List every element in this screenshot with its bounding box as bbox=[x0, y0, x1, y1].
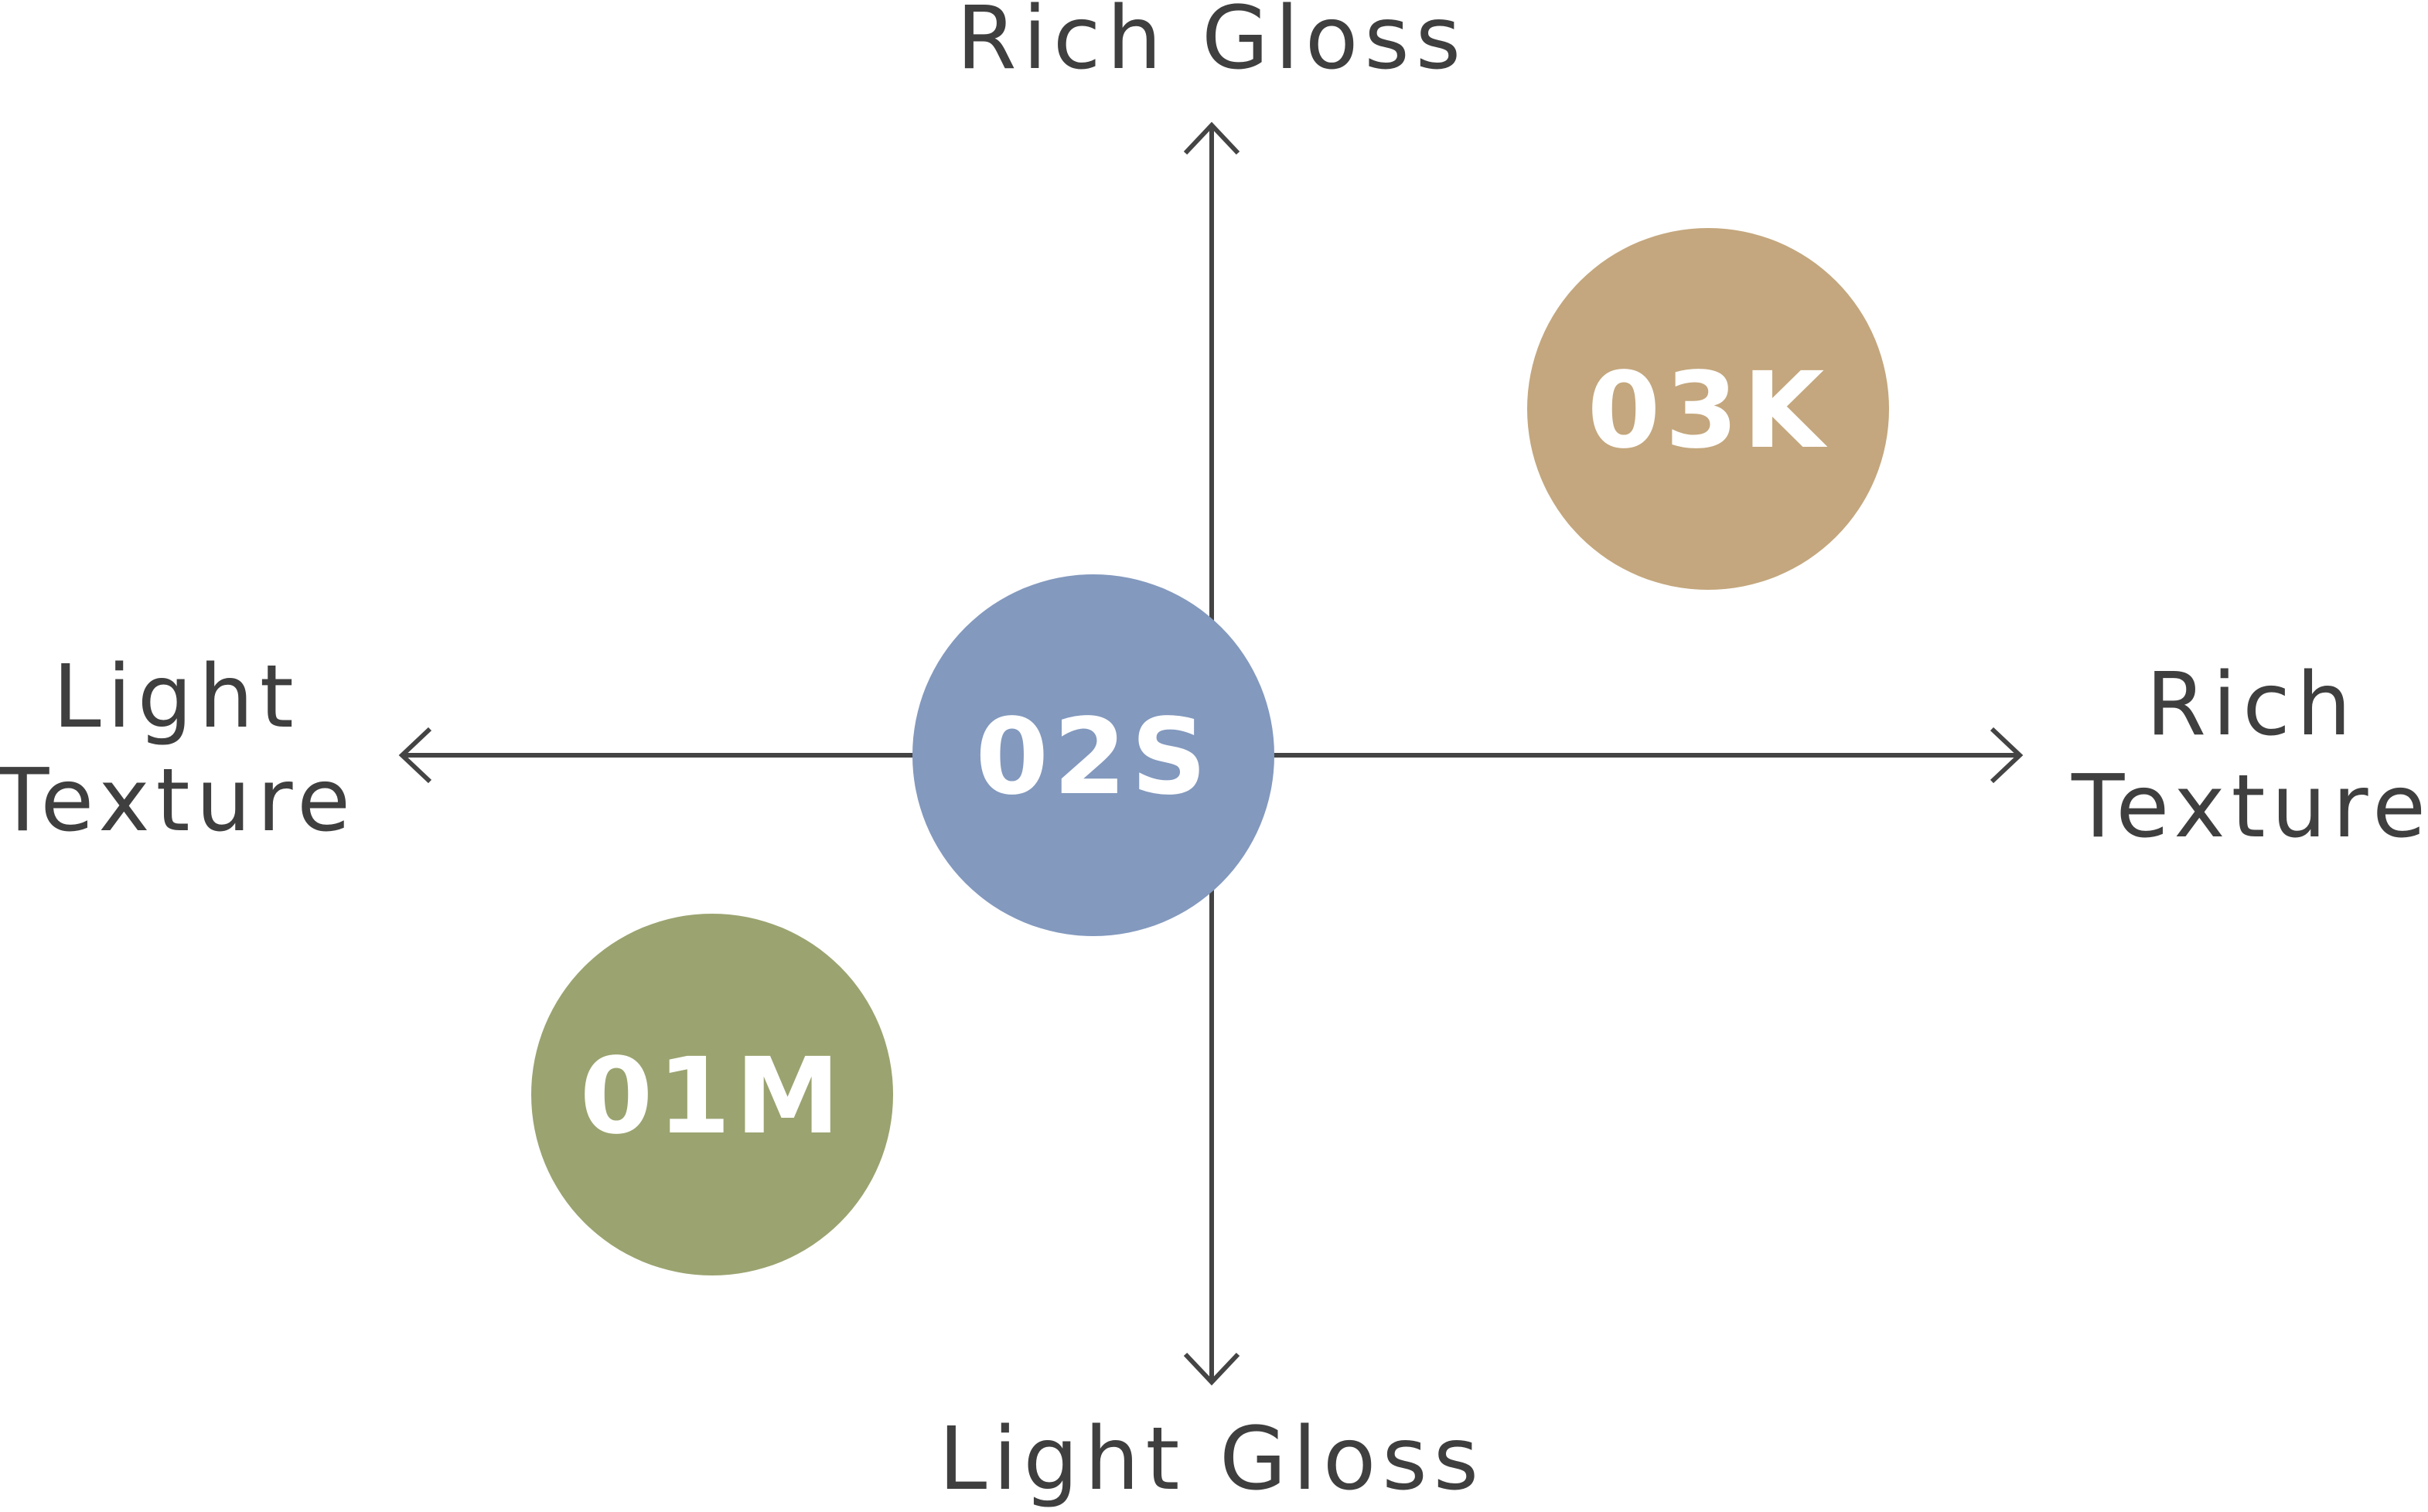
bubble-03k-label: 03K bbox=[1587, 350, 1830, 472]
label-light-gloss: Light Gloss bbox=[939, 1409, 1485, 1510]
bubble-02s-circle bbox=[912, 574, 1274, 936]
bubble-03k: 03K bbox=[1527, 228, 1889, 590]
label-light-texture-line2: Texture bbox=[0, 751, 356, 851]
label-rich-gloss: Rich Gloss bbox=[957, 0, 1467, 89]
bubble-01m-label: 01M bbox=[580, 1036, 845, 1158]
label-light-texture-line1: Light bbox=[53, 647, 300, 747]
bubble-02s: 02S bbox=[912, 574, 1274, 936]
label-rich-texture-line2: Texture bbox=[2071, 757, 2428, 857]
bubble-03k-circle bbox=[1527, 228, 1889, 590]
bubble-01m-circle bbox=[531, 914, 893, 1275]
bubble-01m: 01M bbox=[531, 914, 893, 1275]
label-rich-texture-line1: Rich bbox=[2146, 655, 2358, 755]
bubble-02s-label: 02S bbox=[975, 696, 1211, 819]
